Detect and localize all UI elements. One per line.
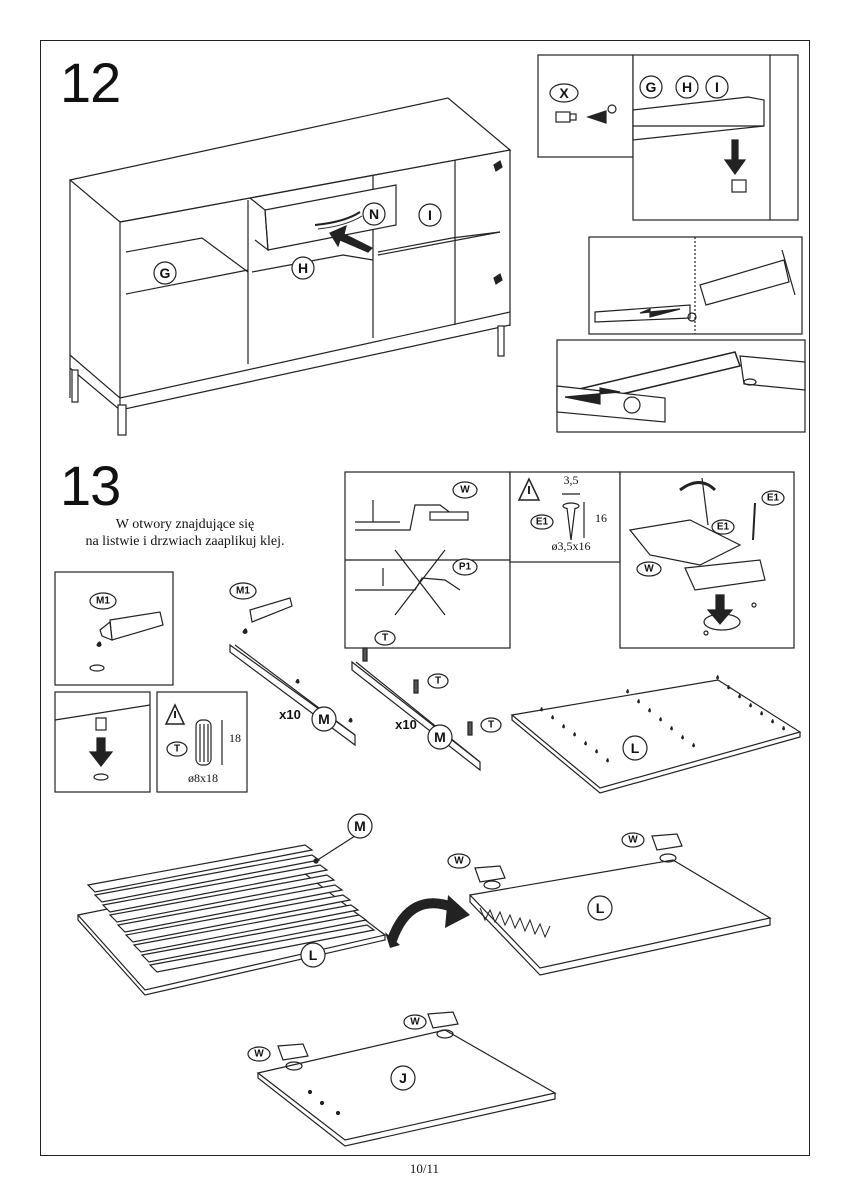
svg-text:W: W [628,835,638,846]
detail-box-ghi-pin: G H I [632,54,799,221]
detail-box-glue-application: M1 [54,571,174,686]
svg-text:x10: x10 [395,717,417,732]
door-panel-L-hinges: W W L [447,832,772,976]
svg-text:W: W [460,485,470,496]
svg-text:E1: E1 [536,517,549,528]
svg-text:ø3,5x16: ø3,5x16 [552,539,591,553]
svg-text:I: I [428,207,432,223]
svg-text:3,5: 3,5 [564,473,579,487]
detail-box-hinge-height: W P1 [344,471,511,649]
step-number-12: 12 [60,51,121,114]
svg-text:M1: M1 [96,596,110,607]
svg-text:W: W [454,856,464,867]
svg-text:N: N [369,206,379,222]
svg-text:M1: M1 [236,586,250,597]
svg-text:16: 16 [595,511,607,525]
svg-text:H: H [298,260,308,276]
detail-box-x-pin: X [537,54,634,158]
label-G: G [153,261,177,285]
slat-with-glue: M1 x10 M [229,582,356,747]
detail-box-drawer-runner [588,236,803,335]
svg-text:T: T [488,720,494,731]
page-number: 10/11 [409,1161,440,1176]
glue-instruction: W otwory znajdujące się na listwie i drz… [55,516,315,550]
svg-text:J: J [399,1070,407,1086]
svg-text:L: L [309,947,318,963]
detail-box-dowel-spec: T 18 ø8x18 [156,691,248,793]
svg-text:G: G [160,265,171,281]
sideboard-drawing [68,97,512,436]
svg-text:ø8x18: ø8x18 [188,771,218,785]
svg-text:P1: P1 [459,562,472,573]
svg-text:W: W [410,1017,420,1028]
svg-text:G: G [646,79,657,95]
detail-box-runner-closeup [556,339,806,433]
svg-text:I: I [715,79,719,95]
svg-text:H: H [682,79,692,95]
page-frame [40,40,810,1156]
svg-text:X: X [559,85,569,101]
label-I: I [418,203,442,227]
svg-text:T: T [382,633,388,644]
svg-text:x10: x10 [279,707,301,722]
detail-box-screw-spec: 3,5 E1 16 ø3,5x16 [509,471,621,563]
flip-arrow-icon [385,895,470,948]
detail-box-dowel-insert [54,691,151,793]
svg-text:L: L [596,900,605,916]
svg-text:W: W [644,564,654,575]
label-N: N [362,202,386,226]
svg-text:M: M [354,818,366,834]
svg-text:T: T [174,744,180,755]
label-H: H [291,256,315,280]
door-panel-L-glue: L [510,675,802,794]
detail-box-hinge-mounting: E1 E1 W [619,471,795,649]
svg-text:L: L [631,740,640,756]
slat-with-dowels: T T T x10 M [351,630,502,772]
svg-text:E1: E1 [767,493,780,504]
svg-text:18: 18 [229,731,241,745]
svg-text:M: M [434,729,446,745]
svg-text:W: W [254,1049,264,1060]
door-panel-J-hinges: W W J [247,1011,557,1147]
glue-instruction-line-2: na listwie i drzwiach zaaplikuj klej. [85,534,285,549]
svg-text:M: M [318,711,330,727]
svg-text:T: T [435,676,441,687]
svg-text:E1: E1 [717,522,730,533]
glue-instruction-line-1: W otwory znajdujące się [115,517,255,532]
slats-on-panel-L: M L [76,813,387,996]
step-number-13: 13 [60,454,121,517]
